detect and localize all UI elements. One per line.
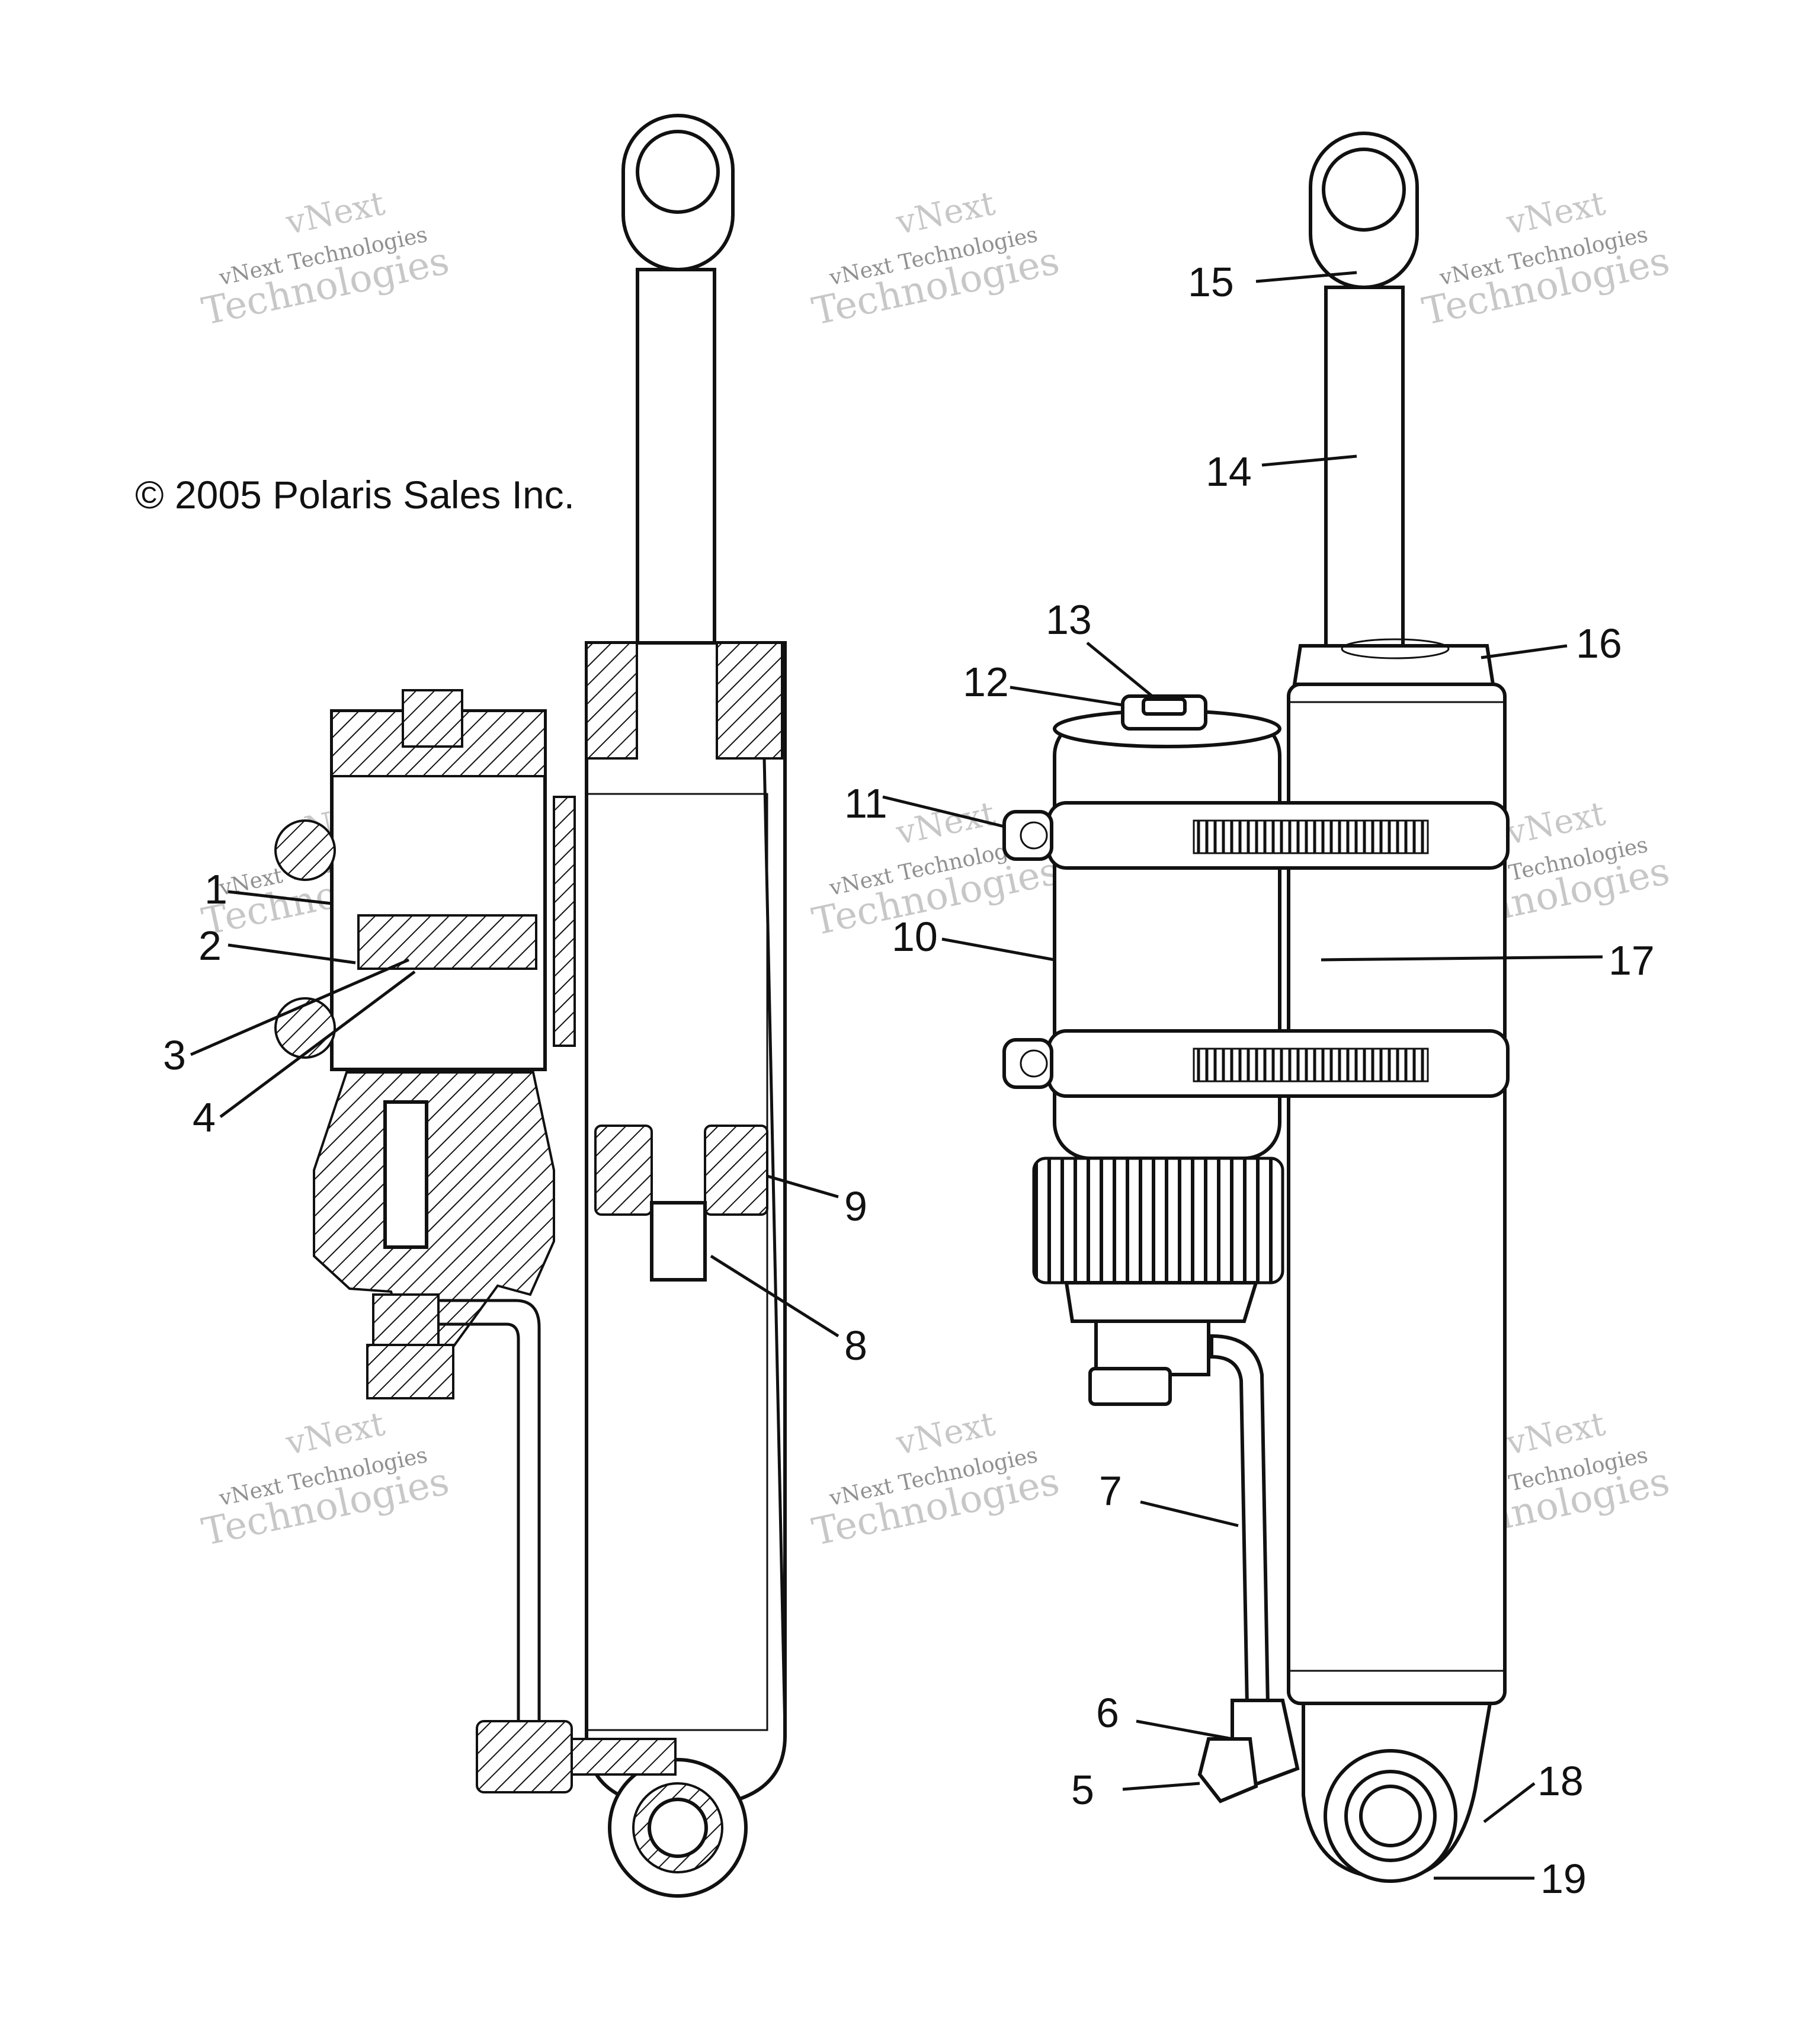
exterior-clamp-screw-lower [1002,1038,1053,1089]
cutaway-seal-head-left [585,642,638,760]
cutaway-shaft-end [650,1201,707,1282]
cutaway-hose-inner [438,1322,520,1721]
callout-8: 8 [844,1322,867,1369]
cutaway-adjuster-base [366,1344,454,1399]
cutaway-piston-left [594,1125,653,1216]
exterior-banjo-bolt [1197,1737,1258,1804]
cutaway-hose-outer [438,1299,541,1721]
cutaway-adjuster-block [313,1071,555,1352]
cutaway-seal-head-right [716,642,783,760]
exterior-adjuster-nut [1088,1367,1172,1406]
exterior-shaft [1324,286,1405,651]
callout-3: 3 [163,1032,186,1078]
cutaway-reservoir-sidewall [553,796,576,1047]
callout-6: 6 [1096,1690,1119,1736]
callout-18: 18 [1537,1758,1584,1804]
exterior-top-nut [1292,644,1495,686]
exterior-knurled-adjuster [1032,1157,1284,1285]
callout-17: 17 [1608,937,1655,984]
cutaway-banjo-stem [571,1738,677,1776]
callout-1: 1 [204,866,228,912]
leader-lines [190,271,1603,1880]
exterior-clamp-screw-upper [1002,810,1053,861]
cutaway-inner-wall [585,793,768,1731]
callout-15: 15 [1188,259,1234,305]
callout-19: 19 [1540,1856,1587,1902]
cutaway-clamp-top [274,819,336,881]
cutaway-banjo-bolt [476,1720,573,1793]
callout-16: 16 [1576,620,1622,667]
callout-4: 4 [193,1094,216,1141]
cutaway-adjuster-bore [383,1100,428,1249]
callout-10: 10 [892,914,938,960]
callout-9: 9 [844,1183,867,1229]
cutaway-shock [274,114,787,1898]
callout-13: 13 [1046,597,1092,643]
exterior-bottom-eyelet-hole [1359,1785,1422,1847]
cutaway-bottom-eyelet-hole [648,1798,708,1858]
callout-14: 14 [1206,449,1252,495]
callout-11: 11 [844,780,887,827]
cutaway-piston-right [704,1125,768,1216]
callout-12: 12 [963,659,1009,705]
callout-2: 2 [198,922,222,969]
callout-5: 5 [1071,1767,1094,1813]
copyright-text: © 2005 Polaris Sales Inc. [135,473,575,517]
cutaway-top-eyelet-hole [636,130,720,214]
cutaway-floating-piston [357,914,537,970]
exterior-adjuster-collar [1064,1281,1259,1323]
exterior-adjuster-stem [1094,1319,1210,1376]
callout-labels: 1 2 3 4 5 6 7 8 9 10 11 12 13 14 15 16 1… [163,259,1655,1902]
exterior-top-eyelet-hole [1322,148,1406,232]
callout-7: 7 [1099,1468,1122,1514]
exterior-hose [1210,1334,1270,1708]
cutaway-clamp-bottom [274,997,336,1059]
cutaway-reservoir-valve [402,689,463,748]
exterior-shock [1002,132,1510,1883]
